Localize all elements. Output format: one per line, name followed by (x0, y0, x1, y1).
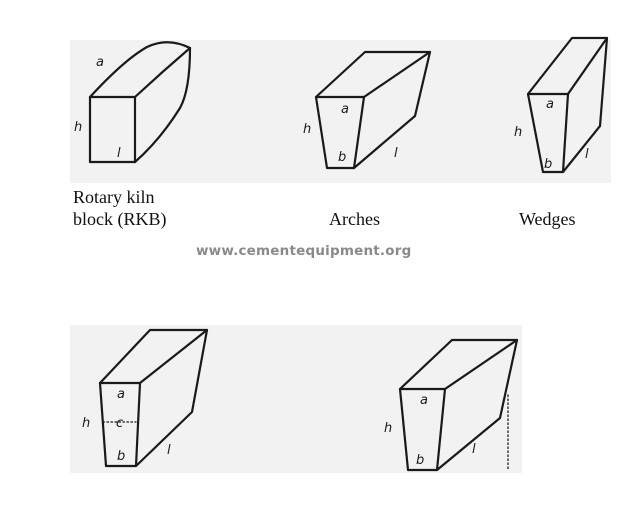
block5-label-l: l (472, 442, 476, 457)
block4-side-face (134, 328, 209, 468)
arches-label-b: b (338, 150, 346, 165)
rkb-caption-line2: block (RKB) (73, 209, 167, 229)
block4-label-c: c (116, 416, 123, 431)
rkb-block-drawing: a h l (74, 41, 192, 164)
block4-label-h: h (82, 416, 90, 431)
figure-background-bottom (70, 325, 522, 473)
arches-caption: Arches (329, 209, 380, 229)
wedges-caption: Wedges (519, 209, 576, 229)
block4-label-l: l (167, 443, 171, 458)
block4-label-b: b (117, 449, 125, 464)
block5-drawing: a h b l (384, 338, 519, 472)
figure-background-top (70, 40, 611, 183)
wedges-label-b: b (544, 157, 552, 172)
wedges-side-face (561, 36, 609, 174)
wedges-label-l: l (585, 147, 589, 162)
watermark-text: www.cementequipment.org (196, 243, 412, 259)
block5-label-b: b (416, 453, 424, 468)
arches-side-face (352, 50, 432, 170)
block5-label-a: a (420, 393, 428, 408)
arches-label-l: l (394, 146, 398, 161)
block4-label-a: a (117, 387, 125, 402)
rkb-label-a: a (96, 55, 104, 70)
rkb-top-face (88, 41, 192, 99)
rkb-label-h: h (74, 120, 82, 135)
arches-label-h: h (303, 122, 311, 137)
rkb-label-l: l (117, 146, 121, 161)
arches-block-drawing: a h b l (303, 50, 432, 170)
block5-side-face (435, 338, 519, 472)
wedges-block-drawing: a h b l (514, 36, 609, 174)
rkb-side-face (133, 46, 192, 164)
wedges-top-face (526, 36, 609, 96)
block5-top-face (398, 338, 519, 391)
wedges-label-h: h (514, 125, 522, 140)
block4-drawing: a c h b l (82, 328, 209, 468)
wedges-label-a: a (546, 97, 554, 112)
block4-top-face (98, 328, 209, 385)
arches-label-a: a (341, 102, 349, 117)
arches-top-face (314, 50, 432, 99)
rkb-front-face (88, 95, 137, 164)
block5-label-h: h (384, 421, 392, 436)
rkb-caption-line1: Rotary kiln (73, 187, 155, 207)
